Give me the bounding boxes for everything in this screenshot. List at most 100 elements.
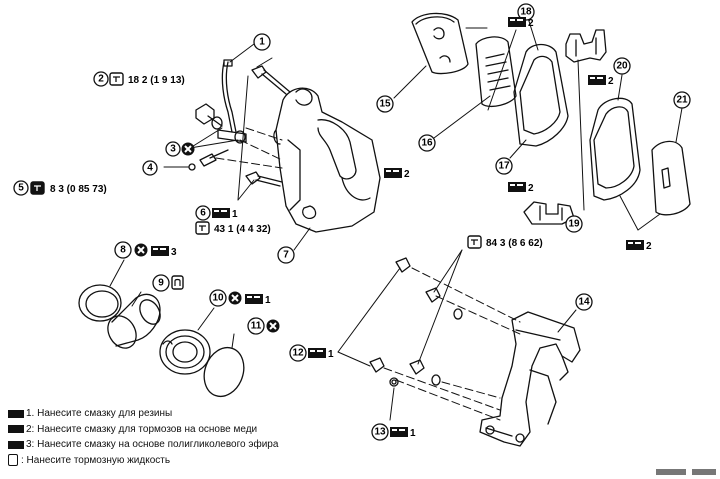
union-bolt [195,103,246,144]
retaining-ring [203,346,245,398]
brake-fluid-icon [171,275,184,290]
pad-retainer-bottom [523,201,575,225]
callout-8: 8 [114,241,132,259]
piston-boot [159,329,211,375]
torque-member-bolts [369,257,463,387]
svg-text:8: 8 [120,245,126,256]
legend-text-4: : Нанесите тормозную жидкость [21,454,171,466]
callout-13: 13 [371,423,389,441]
legend-text-2: 2: Нанесите смазку для тормозов на основ… [26,423,258,435]
badge-label-10: 1 [265,295,271,306]
brake-fluid-icon [8,454,18,467]
torque-member [479,311,581,447]
no-reuse-icon [266,319,280,333]
badge-label-8: 3 [171,247,177,258]
torque-spec-6: 43 1 (4 4 32) [214,224,271,235]
svg-text:16: 16 [421,138,433,149]
legend-row-2: 2: Нанесите смазку для тормозов на основ… [8,422,278,438]
outer-pad [589,97,641,201]
callout-6: 6 [195,205,211,221]
badge-label-caliper: 2 [404,169,410,180]
grease-badge-icon [8,425,24,434]
legend-text-3: 3: Нанесите смазку на основе полигликоле… [26,439,279,450]
grease-badge-icon [8,440,24,449]
svg-text:21: 21 [676,95,688,106]
callout-4: 4 [142,160,158,176]
legend-text-1: 1. Нанесите смазку для резины [26,408,173,419]
svg-text:2: 2 [98,74,104,85]
grease-badge-icon [626,240,644,250]
badge-label-lower-retainer: 2 [528,183,534,194]
badge-label-12: 1 [328,349,334,360]
no-reuse-icon [181,142,195,156]
grease-badge-icon [384,168,402,178]
callout-7: 7 [277,246,295,264]
footer-code [576,466,716,476]
bleed-valve [188,149,229,171]
outer-shim [651,140,691,216]
grease-badge-icon [308,348,326,358]
svg-text:10: 10 [212,293,224,304]
wrench-torque-icon [109,72,124,86]
svg-text:1: 1 [259,37,265,48]
callout-19: 19 [565,215,583,233]
callout-17: 17 [495,157,513,175]
wrench-torque-icon [467,235,482,249]
svg-text:12: 12 [292,348,304,359]
legend: 1. Нанесите смазку для резины 2: Нанесит… [8,406,278,468]
svg-text:3: 3 [170,144,176,155]
callout-12: 12 [289,344,307,362]
svg-text:14: 14 [578,297,590,308]
legend-row-1: 1. Нанесите смазку для резины [8,406,278,422]
torque-spec-5: 8 3 (0 85 73) [50,184,107,195]
svg-text:19: 19 [568,219,580,230]
footer-mark [656,468,686,475]
callout-10: 10 [209,289,227,307]
callout-3: 3 [165,141,181,157]
badge-label-shim: 2 [528,18,534,29]
callout-9: 9 [152,274,170,292]
no-reuse-icon [134,243,148,257]
callout-15: 15 [376,95,394,113]
grease-badge-icon [212,208,230,218]
svg-text:11: 11 [251,321,262,332]
grease-badge-icon [8,409,24,418]
badge-label-retainer: 2 [608,76,614,87]
wrench-torque-icon [195,221,210,235]
svg-text:6: 6 [200,208,206,219]
svg-text:7: 7 [283,250,289,261]
grease-badge-icon [151,246,169,256]
shim-cover [411,12,469,75]
callouts: 1 2 3 4 5 6 7 8 9 10 11 12 13 14 15 16 1… [13,3,691,441]
svg-text:4: 4 [147,163,153,174]
inner-shim [475,36,517,108]
caliper-body [273,87,381,233]
svg-text:15: 15 [379,99,391,110]
callout-14: 14 [575,293,593,311]
svg-text:18: 18 [520,7,532,18]
grease-badge-icon [508,182,526,192]
svg-text:9: 9 [158,278,164,289]
brake-hose [217,59,247,143]
assembly-lines [215,127,521,421]
wrench-torque-icon [30,181,45,195]
piston [107,293,161,349]
svg-text:20: 20 [616,61,628,72]
grease-badge-icon [588,75,606,85]
callout-18: 18 [517,3,535,21]
no-reuse-icon [228,291,242,305]
callout-1: 1 [253,33,271,51]
annotations: 18 2 (1 9 13) 8 3 (0 85 73) 1 43 1 (4 4 … [30,17,652,439]
badge-label-13: 1 [410,428,416,439]
piston-seal [78,284,122,322]
svg-text:13: 13 [374,427,386,438]
footer-mark [692,468,716,475]
guide-pin-bolts [245,65,291,187]
callout-5: 5 [13,180,29,196]
torque-spec-14: 84 3 (8 6 62) [486,238,543,249]
svg-text:17: 17 [498,161,510,172]
svg-text:5: 5 [18,183,24,194]
badge-label-6: 1 [232,209,238,220]
